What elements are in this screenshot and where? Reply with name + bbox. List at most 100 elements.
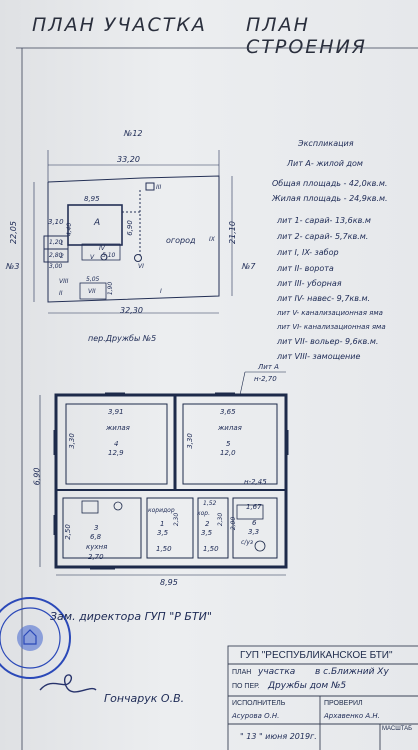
east-neighbor: №7 bbox=[242, 262, 256, 271]
total-area: Общая площадь - 42,0кв.м. bbox=[272, 179, 388, 188]
garden-label: огород bbox=[166, 236, 196, 245]
title-block-address: Дружбы дом №5 bbox=[268, 681, 347, 691]
label-2: 2 bbox=[60, 253, 64, 260]
room-3-name: кухня bbox=[86, 543, 108, 551]
explication-item: лит V- канализационная яма bbox=[277, 309, 383, 317]
room-6-name: с/уз bbox=[241, 539, 254, 546]
label-vii: VII bbox=[88, 288, 96, 295]
room-6-number: 6 bbox=[252, 519, 257, 527]
label-viii: VIII bbox=[59, 278, 69, 285]
dim-w2: 5,05 bbox=[86, 276, 100, 283]
dim-house-left: 3,10 bbox=[48, 218, 64, 226]
room-4-number: 4 bbox=[114, 440, 119, 448]
overall-height: 6,90 bbox=[32, 467, 42, 486]
room-5-name: жилая bbox=[218, 424, 242, 432]
checked-name: Архавенко А.Н. bbox=[324, 712, 380, 720]
room-2-height: 2,30 bbox=[217, 512, 225, 527]
explication-item: лит VI- канализационная яма bbox=[277, 323, 386, 331]
room-1-width: 1,50 bbox=[156, 545, 172, 553]
title-block-village: в с.Ближний Ху bbox=[315, 667, 389, 677]
label-v: V bbox=[90, 254, 95, 261]
building-plan-header: ПЛАН СТРОЕНИЯ bbox=[246, 14, 367, 58]
room-4-width: 3,91 bbox=[108, 408, 124, 416]
dim-house-right: 6,90 bbox=[125, 220, 134, 236]
dim-h2: 1,20 bbox=[49, 239, 63, 246]
room-2-name: кор. bbox=[197, 510, 211, 517]
label-iv: IV bbox=[99, 245, 105, 252]
dim-h3: 2,80 bbox=[49, 252, 63, 259]
executor-name: Асурова О.Н. bbox=[232, 712, 280, 720]
explication-item: лит VIII- замощение bbox=[277, 352, 361, 361]
room-4-height: 3,30 bbox=[67, 433, 76, 449]
explication-lit-a: Лит А- жилой дом bbox=[287, 159, 363, 168]
room-6-width: 1,67 bbox=[246, 503, 262, 511]
dim-w1: 5,10 bbox=[102, 252, 116, 259]
title-block-org: ГУП "РЕСПУБЛИКАНСКОЕ БТИ" bbox=[240, 650, 393, 661]
west-neighbor: №3 bbox=[6, 262, 20, 271]
room-4-area: 12,9 bbox=[108, 449, 124, 457]
title-block-plan-of: участка bbox=[258, 667, 296, 677]
dim-h1: 4,40 bbox=[66, 222, 74, 237]
room-2-area: 3,5 bbox=[201, 529, 213, 537]
document-date: " 13 " июня 2019г. bbox=[240, 732, 317, 741]
room-5-area: 12,0 bbox=[220, 449, 236, 457]
street-address: пер.Дружбы №5 bbox=[88, 334, 157, 343]
room-1-area: 3,5 bbox=[157, 529, 169, 537]
room-5-width: 3,65 bbox=[220, 408, 236, 416]
title-block-plan: ПЛАН bbox=[232, 669, 252, 676]
explication-title: Экспликация bbox=[298, 139, 354, 148]
label-vi: VI bbox=[138, 263, 144, 270]
dim-top: 33,20 bbox=[117, 155, 140, 164]
label-iii: III bbox=[156, 184, 162, 191]
site-boundary bbox=[33, 150, 233, 314]
room-3-area: 6,8 bbox=[90, 533, 102, 541]
dim-h4: 3,00 bbox=[49, 263, 63, 270]
room-2-number: 2 bbox=[205, 520, 210, 528]
room-1-number: 1 bbox=[160, 520, 165, 528]
floor-height-label-2: н-2,45 bbox=[244, 478, 267, 486]
dim-house-width: 8,95 bbox=[84, 195, 100, 203]
room-1-name: коридор bbox=[148, 507, 175, 514]
dim-left: 22,05 bbox=[8, 221, 18, 244]
label-1: 1 bbox=[60, 240, 64, 247]
label-ii: II bbox=[59, 290, 63, 297]
room-1-height: 2,30 bbox=[173, 512, 181, 527]
floor-lit-label: Лит А bbox=[258, 363, 279, 371]
north-neighbor: №12 bbox=[124, 129, 143, 138]
explication-item: лит I, IX- забор bbox=[277, 248, 339, 257]
room-5-number: 5 bbox=[226, 440, 231, 448]
site-plan-header: ПЛАН УЧАСТКА bbox=[32, 14, 207, 36]
title-block-street-label: ПО ПЕР. bbox=[232, 683, 260, 690]
explication-item: лит II- ворота bbox=[277, 264, 334, 273]
explication-item: лит 2- сарай- 5,7кв.м. bbox=[277, 232, 369, 241]
signer-name: Гончарук О.В. bbox=[104, 692, 185, 705]
checked-label: ПРОВЕРИЛ bbox=[324, 700, 363, 707]
misc-dim: 1,52 bbox=[203, 500, 217, 507]
dim-right: 21,10 bbox=[227, 221, 237, 244]
room-5-height: 3,30 bbox=[185, 433, 194, 449]
scale-label: МАСШТАБ bbox=[382, 726, 413, 732]
dim-w3: 1,90 bbox=[107, 281, 115, 296]
explication-item: лит 1- сарай- 13,6кв.м bbox=[277, 216, 371, 225]
executor-label: ИСПОЛНИТЕЛЬ bbox=[232, 700, 286, 707]
organization-stamp bbox=[0, 597, 71, 679]
title-block bbox=[227, 645, 418, 750]
floor-plan bbox=[39, 371, 288, 576]
room-3-number: 3 bbox=[94, 524, 99, 532]
room-3-width: 2,70 bbox=[88, 553, 104, 561]
explication-item: лит III- уборная bbox=[277, 279, 342, 288]
room-4-name: жилая bbox=[106, 424, 130, 432]
house-label: А bbox=[94, 218, 101, 228]
room-6-area: 3,3 bbox=[248, 528, 260, 536]
floor-height-label: н-2,70 bbox=[254, 375, 277, 383]
dim-bottom: 32,30 bbox=[120, 306, 143, 315]
living-area: Жилая площадь - 24,9кв.м. bbox=[272, 194, 388, 203]
overall-width: 8,95 bbox=[160, 578, 178, 587]
explication-item: лит IV- навес- 9,7кв.м. bbox=[277, 294, 371, 303]
site-house-a bbox=[67, 204, 123, 246]
explication-item: лит VII- вольер- 9,6кв.м. bbox=[277, 337, 379, 346]
label-ix: IX bbox=[209, 236, 215, 243]
room-6-height: 2,00 bbox=[230, 516, 238, 531]
